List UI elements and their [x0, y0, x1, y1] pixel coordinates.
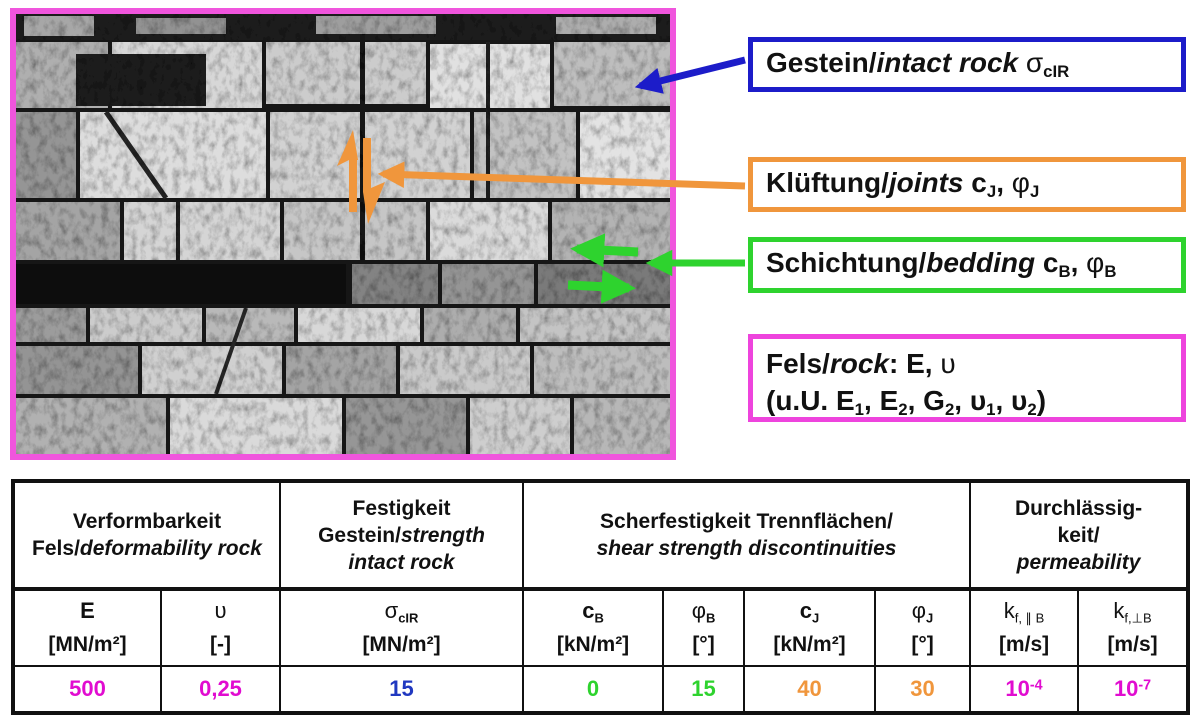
- header-E: E[MN/m²]: [12, 588, 162, 667]
- label-en: joints: [888, 166, 964, 198]
- c-j-symbol: cJ: [963, 166, 997, 202]
- label-en: bedding: [926, 247, 1036, 279]
- label-en: intact rock: [876, 46, 1019, 78]
- header-c-j: cJ[kN/m²]: [743, 588, 877, 667]
- callout-bedding: Schichtung/bedding cB, φB: [748, 237, 1186, 293]
- rock-face-photo: [10, 8, 676, 460]
- header-poisson: υ[-]: [159, 588, 282, 667]
- phi-b-symbol: φB: [1086, 247, 1117, 282]
- label-de: Gestein/: [766, 46, 877, 78]
- group-shear-strength: Scherfestigkeit Trennflächen/shear stren…: [522, 480, 972, 591]
- value-c-b: 0: [522, 665, 665, 714]
- label-de: Klüftung/: [766, 166, 889, 198]
- header-phi-j: φJ[°]: [874, 588, 972, 667]
- rock-mass-line-1: Fels/rock: E, υ: [766, 348, 956, 379]
- header-kf-perpendicular: kf,⊥B[m/s]: [1077, 588, 1190, 667]
- value-kf-perpendicular: 10-7: [1077, 665, 1190, 714]
- callout-joints: Klüftung/joints cJ, φJ: [748, 157, 1186, 212]
- header-sigma-cir: σcIR[MN/m²]: [279, 588, 525, 667]
- value-kf-parallel: 10-4: [969, 665, 1080, 714]
- phi-j-symbol: φJ: [1011, 166, 1040, 202]
- group-permeability: Durchlässig-keit/permeability: [969, 480, 1190, 591]
- header-kf-parallel: kf, ∥ B[m/s]: [969, 588, 1080, 667]
- rock-mass-line-2: (u.U. E1, E2, G2, υ1, υ2): [766, 385, 1047, 420]
- value-phi-b: 15: [662, 665, 746, 714]
- callout-intact-rock-label: Gestein/intact rock σcIR: [766, 47, 1069, 82]
- value-sigma-cir: 15: [279, 665, 525, 714]
- label-de: Schichtung/: [766, 247, 927, 279]
- sigma-symbol: σcIR: [1018, 46, 1070, 82]
- value-poisson: 0,25: [159, 665, 282, 714]
- table-symbol-header-row: E[MN/m²] υ[-] σcIR[MN/m²] cB[kN/m²] φB[°…: [12, 588, 1190, 667]
- c-b-symbol: cB: [1035, 247, 1071, 282]
- callout-joints-label: Klüftung/joints cJ, φJ: [766, 166, 1040, 202]
- callout-bedding-label: Schichtung/bedding cB, φB: [766, 247, 1117, 282]
- callout-rock-mass: Fels/rock: E, υ (u.U. E1, E2, G2, υ1, υ2…: [748, 334, 1186, 422]
- value-phi-j: 30: [874, 665, 972, 714]
- rock-texture: [16, 14, 670, 454]
- callout-intact-rock: Gestein/intact rock σcIR: [748, 37, 1186, 92]
- value-E: 500: [12, 665, 162, 714]
- value-c-j: 40: [743, 665, 877, 714]
- header-phi-b: φB[°]: [662, 588, 746, 667]
- table-values-row: 500 0,25 15 0 15 40 30 10-4 10-7: [12, 665, 1190, 714]
- header-c-b: cB[kN/m²]: [522, 588, 665, 667]
